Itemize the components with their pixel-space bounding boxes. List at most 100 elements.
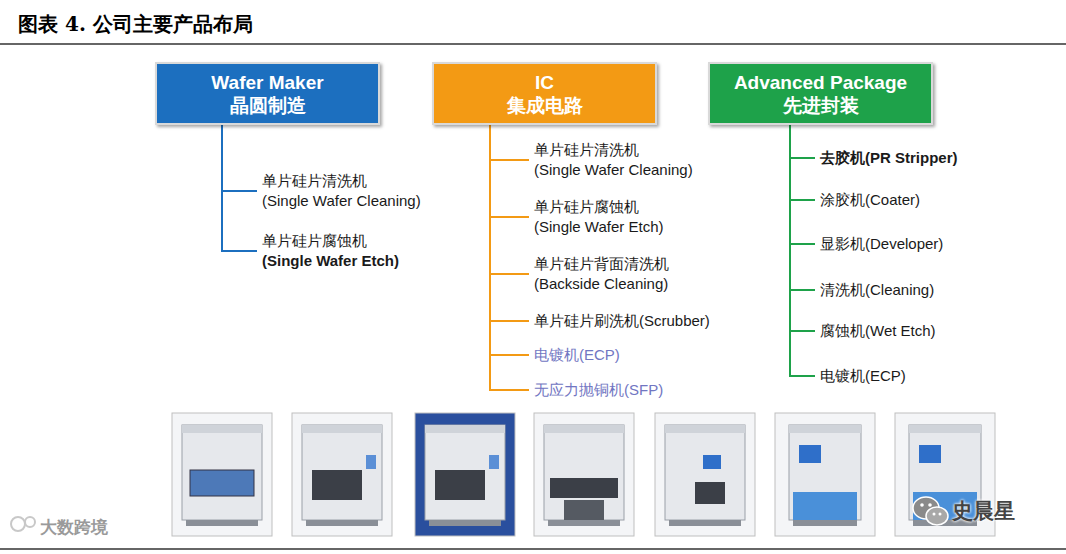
- category-label: Advanced Package: [734, 71, 907, 94]
- photo-part: [292, 413, 392, 536]
- tree-connector: [222, 125, 257, 191]
- photo-part: [909, 425, 981, 433]
- photo-part: [534, 413, 634, 536]
- category-label: Wafer Maker: [211, 71, 323, 94]
- category-box: IC集成电路: [432, 62, 657, 125]
- product-item: 电镀机(ECP): [532, 344, 622, 366]
- category-box: Wafer Maker晶圆制造: [155, 62, 380, 125]
- product-item: 单片硅片清洗机(Single Wafer Cleaning): [532, 139, 695, 181]
- product-item: 单片硅片背面清洗机(Backside Cleaning): [532, 253, 671, 295]
- tree-connector: [490, 125, 529, 160]
- machine-body: [425, 425, 505, 520]
- watermark-logo: [11, 517, 35, 531]
- product-name: 无应力抛铜机(SFP): [534, 380, 663, 400]
- photo-part: [789, 425, 861, 433]
- machine-body: [665, 425, 745, 520]
- product-name: (Single Wafer Etch): [534, 217, 664, 237]
- product-item: 单片硅片刷洗机(Scrubber): [532, 310, 712, 332]
- product-name: 单片硅片腐蚀机: [262, 231, 399, 251]
- machine-photo: [292, 413, 392, 536]
- category-label: 先进封装: [783, 94, 859, 117]
- watermark-text: 史晨星: [952, 497, 1015, 525]
- product-name: 涂胶机(Coater): [820, 190, 920, 210]
- product-name: (Single Wafer Etch): [262, 251, 399, 271]
- tree-connector: [790, 125, 815, 331]
- photo-part: [655, 413, 755, 536]
- tree-connector: [490, 125, 529, 274]
- product-item: 单片硅片清洗机(Single Wafer Cleaning): [260, 170, 423, 212]
- photo-part: [550, 478, 618, 498]
- product-name: 显影机(Developer): [820, 234, 943, 254]
- machine-photos: [172, 413, 995, 536]
- product-name: 去胶机(PR Stripper): [820, 148, 958, 168]
- tree-connector: [790, 125, 815, 376]
- photo-part: [548, 520, 620, 526]
- product-name: 单片硅片清洗机: [534, 140, 693, 160]
- wechat-icon: [913, 497, 948, 525]
- category-label: 集成电路: [507, 94, 583, 117]
- product-name: 单片硅片刷洗机(Scrubber): [534, 311, 710, 331]
- photo-part: [919, 445, 941, 463]
- photo-part: [415, 413, 515, 536]
- photo-part: [669, 520, 741, 526]
- photo-part: [186, 520, 258, 526]
- product-item: 腐蚀机(Wet Etch): [818, 320, 938, 342]
- photo-part: [182, 425, 262, 433]
- tree-connector: [222, 125, 257, 251]
- product-item: 显影机(Developer): [818, 233, 945, 255]
- photo-part: [435, 470, 485, 500]
- photo-part: [665, 425, 745, 433]
- title-rule: [0, 43, 1066, 45]
- machine-body: [544, 425, 624, 520]
- machine-body: [182, 425, 262, 520]
- product-name: 腐蚀机(Wet Etch): [820, 321, 936, 341]
- tree-connector: [490, 125, 529, 217]
- tree-connector: [490, 125, 529, 390]
- tree-connector: [490, 125, 529, 355]
- category-label: IC: [535, 71, 554, 94]
- tree-connector: [790, 125, 815, 244]
- machine-photo: [534, 413, 634, 536]
- machine-photo: [172, 413, 272, 536]
- product-name: 电镀机(ECP): [820, 366, 906, 386]
- watermark-text: 大数跨境: [40, 516, 108, 539]
- product-item: 清洗机(Cleaning): [818, 279, 936, 301]
- product-item: 去胶机(PR Stripper): [818, 147, 960, 169]
- photo-part: [190, 470, 254, 496]
- product-name: 单片硅片腐蚀机: [534, 197, 664, 217]
- photo-part: [799, 445, 821, 463]
- photo-part: [312, 470, 362, 500]
- machine-photo: [415, 413, 515, 536]
- photo-part: [425, 425, 505, 433]
- category-label: 晶圆制造: [230, 94, 306, 117]
- photo-part: [695, 482, 725, 504]
- machine-photo: [655, 413, 755, 536]
- photo-part: [306, 520, 378, 526]
- bottom-rule: [0, 548, 1066, 550]
- product-item: 无应力抛铜机(SFP): [532, 379, 665, 401]
- product-item: 单片硅片腐蚀机(Single Wafer Etch): [260, 230, 401, 272]
- tree-connector: [490, 125, 529, 321]
- tree-connector: [790, 125, 815, 290]
- product-name: (Single Wafer Cleaning): [534, 160, 693, 180]
- photo-part: [793, 492, 857, 522]
- photo-part: [775, 413, 875, 536]
- machine-body: [302, 425, 382, 520]
- figure-title: 图表 4. 公司主要产品布局: [18, 11, 253, 38]
- product-name: (Single Wafer Cleaning): [262, 191, 421, 211]
- product-name: 电镀机(ECP): [534, 345, 620, 365]
- product-name: 清洗机(Cleaning): [820, 280, 934, 300]
- tree-connector: [790, 125, 815, 200]
- product-item: 单片硅片腐蚀机(Single Wafer Etch): [532, 196, 666, 238]
- machine-photo: [775, 413, 875, 536]
- tree-connector: [790, 125, 815, 158]
- photo-part: [429, 520, 501, 526]
- photo-part: [793, 520, 857, 526]
- photo-part: [302, 425, 382, 433]
- product-name: (Backside Cleaning): [534, 274, 669, 294]
- photo-part: [544, 425, 624, 433]
- product-item: 电镀机(ECP): [818, 365, 908, 387]
- product-item: 涂胶机(Coater): [818, 189, 922, 211]
- photo-part: [703, 455, 721, 469]
